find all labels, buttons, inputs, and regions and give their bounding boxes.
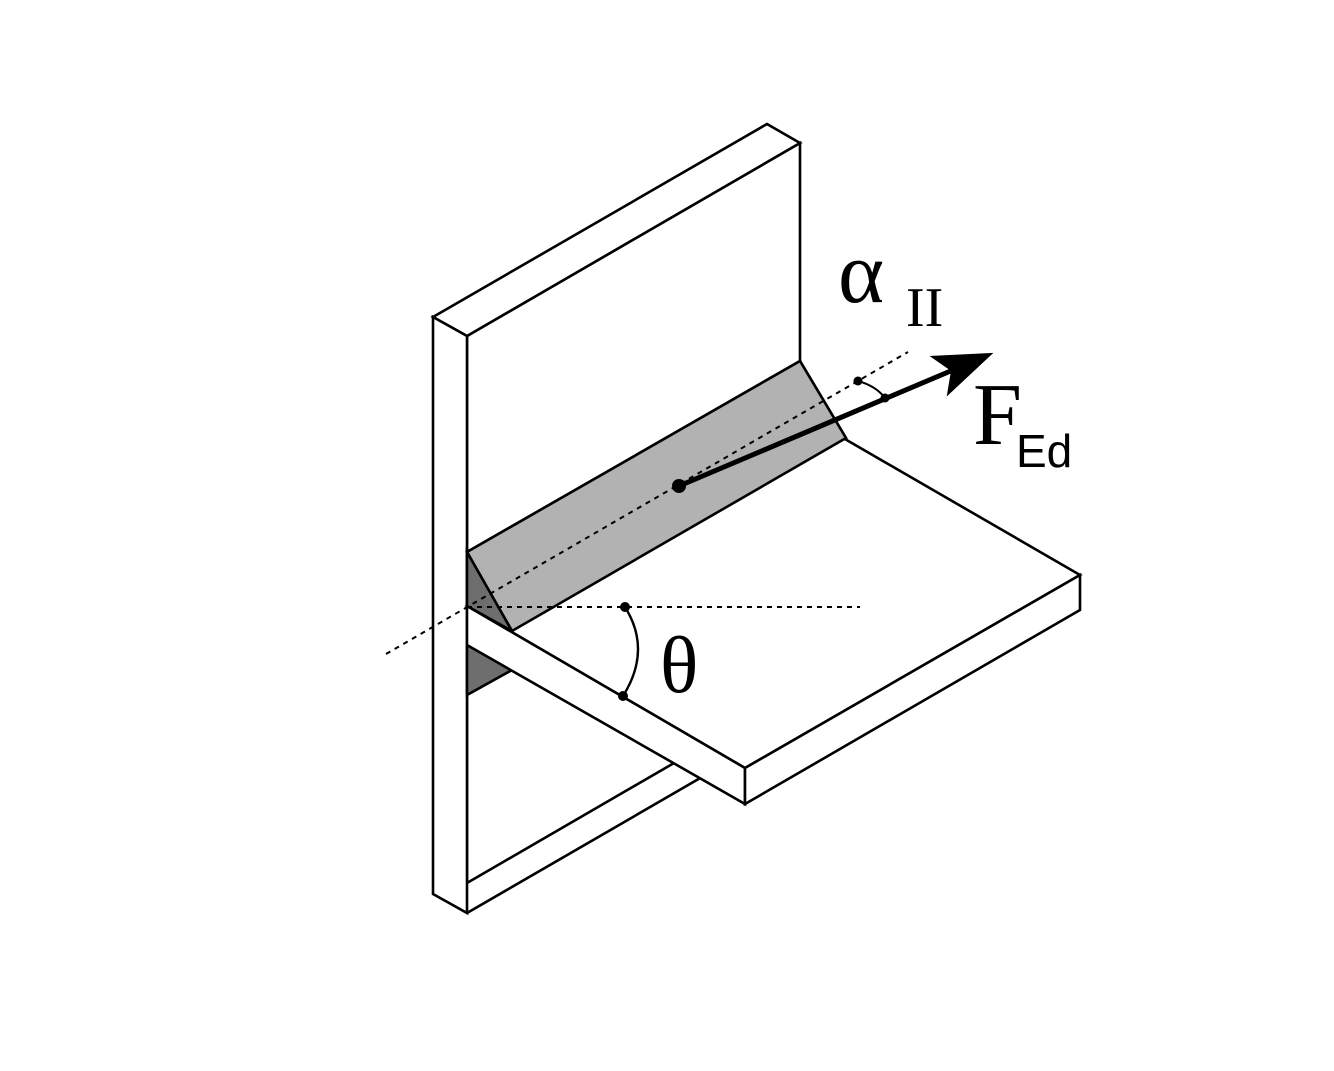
theta-angle-arc <box>621 606 640 697</box>
force-subscript-label: Ed <box>1016 425 1073 477</box>
alpha-arc-endpoint-1 <box>853 376 863 386</box>
horizontal-plate-side-edge <box>743 572 1082 807</box>
vertical-plate-side-face <box>431 314 469 916</box>
alpha-subscript-label: II <box>906 277 944 339</box>
weld-axis-dotted-line <box>385 351 909 655</box>
weld-seam-end-overlay <box>465 547 516 635</box>
force-vector-arrow <box>678 352 994 489</box>
alpha-angle-arc <box>857 380 886 399</box>
theta-arc-endpoint-1 <box>620 602 630 612</box>
theta-arc-endpoint-2 <box>618 691 628 701</box>
vertical-plate-bottom-edge <box>466 775 703 915</box>
alpha-symbol-label: α <box>838 225 885 322</box>
alpha-arc-endpoint-2 <box>880 393 890 403</box>
theta-symbol-label: θ <box>660 622 699 710</box>
force-origin-point <box>672 479 686 493</box>
force-symbol-label: F <box>973 367 1022 464</box>
